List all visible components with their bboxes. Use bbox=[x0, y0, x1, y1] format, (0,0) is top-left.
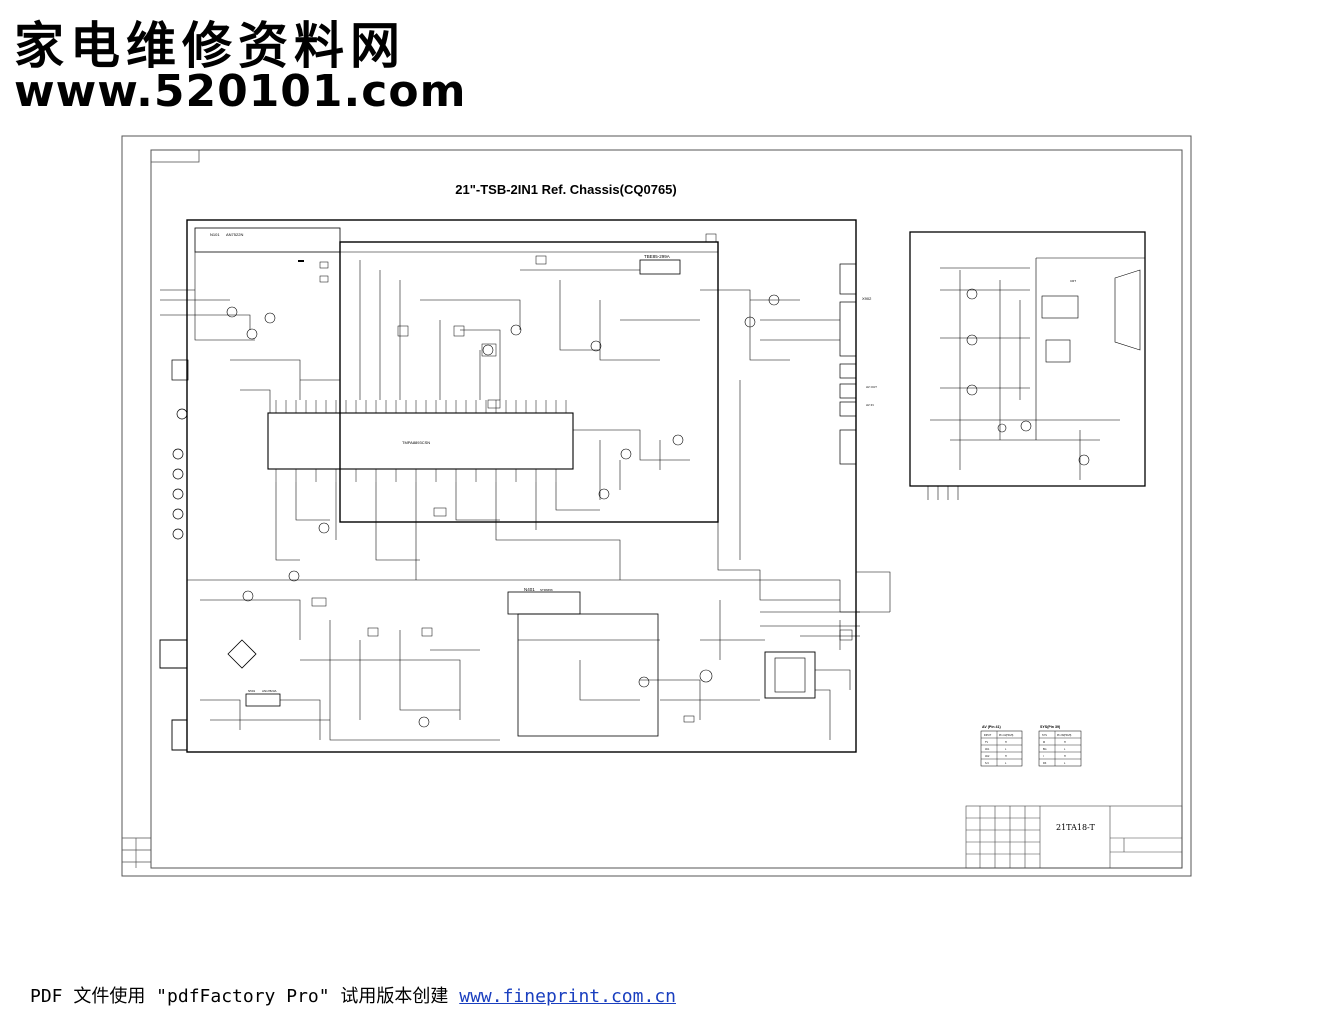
av-row-2-input: AV2 bbox=[985, 755, 990, 758]
n401-part: STR6656 bbox=[540, 588, 553, 592]
footer-link[interactable]: www.fineprint.com.cn bbox=[459, 986, 676, 1007]
n401-label: N401 bbox=[524, 587, 535, 592]
sheet-outer-frame bbox=[121, 135, 1192, 877]
main-board-border bbox=[186, 219, 857, 753]
footer-text: PDF 文件使用 "pdfFactory Pro" 试用版本创建 bbox=[30, 986, 460, 1007]
av-row-3-level: L bbox=[1005, 762, 1007, 765]
av-row-0-level: H bbox=[1005, 741, 1007, 744]
site-logo-chinese: 家电维修资料网 bbox=[14, 16, 406, 75]
sys-table-title: SYS(Pin 39) bbox=[1040, 725, 1061, 729]
transistors-main bbox=[226, 294, 780, 728]
av-header-0: INPUT bbox=[984, 734, 992, 737]
x902-label: X902 bbox=[862, 296, 872, 301]
sys-row-0-sys: M bbox=[1043, 741, 1045, 744]
n501-part: AN17823A bbox=[262, 689, 277, 693]
main-wiring bbox=[160, 251, 891, 741]
av-row-1-level: L bbox=[1005, 748, 1007, 751]
sys-row-3-sys: DK bbox=[1043, 762, 1047, 765]
n101-block bbox=[194, 227, 341, 253]
crt-socket bbox=[1035, 257, 1145, 440]
pdf-footer: PDF 文件使用 "pdfFactory Pro" 试用版本创建 www.fin… bbox=[30, 982, 676, 1008]
n401-region bbox=[517, 613, 659, 737]
av-header-1: Pin 41(HIGH) bbox=[999, 734, 1014, 737]
title-block bbox=[965, 805, 1183, 869]
bridge-rectifier bbox=[227, 639, 257, 669]
main-ic-pins bbox=[275, 400, 567, 482]
degauss-input bbox=[171, 719, 187, 751]
left-strip bbox=[122, 837, 151, 868]
sys-row-1-sys: BG bbox=[1043, 748, 1047, 751]
av-out-label: AV OUT bbox=[866, 385, 877, 389]
hot-core bbox=[774, 657, 806, 693]
crt-label: CRT bbox=[1070, 279, 1076, 283]
sys-header-1: Pin 39(HIGH) bbox=[1057, 734, 1072, 737]
crt-transistors bbox=[966, 288, 1090, 466]
n501-label: N501 bbox=[248, 689, 256, 693]
av-in-label: AV IN bbox=[866, 403, 874, 407]
sys-row-2-level: H bbox=[1064, 755, 1066, 758]
crt-board-border bbox=[909, 231, 1146, 487]
sheet-inner-frame bbox=[150, 149, 1183, 869]
site-logo-url: www.520101.com bbox=[14, 66, 467, 117]
sys-row-2-sys: I bbox=[1043, 755, 1044, 758]
sys-row-1-level: L bbox=[1064, 748, 1066, 751]
left-input-jacks bbox=[171, 359, 189, 540]
right-connectors bbox=[839, 263, 857, 465]
av-row-3-input: S-V bbox=[985, 762, 989, 765]
n101-label: N101 bbox=[210, 232, 220, 237]
model-number: 21TA18-T bbox=[1056, 823, 1095, 832]
sys-row-3-level: L bbox=[1064, 762, 1066, 765]
flyback-label: TBE85-299A bbox=[644, 254, 670, 259]
flyback-transformer bbox=[639, 259, 681, 275]
mains-input bbox=[159, 639, 187, 669]
signal-loop bbox=[339, 241, 719, 523]
corner-box bbox=[150, 149, 200, 163]
n501-block bbox=[245, 693, 281, 707]
hot-transformer bbox=[764, 651, 816, 699]
av-row-1-input: AV1 bbox=[985, 748, 990, 751]
components-main bbox=[298, 233, 853, 723]
main-ic bbox=[267, 412, 574, 470]
sys-row-0-level: H bbox=[1064, 741, 1066, 744]
av-table: AV (Pin 41) INPUT Pin 41(HIGH) TV H AV1 … bbox=[980, 725, 1023, 767]
schematic-title: 21"-TSB-2IN1 Ref. Chassis(CQ0765) bbox=[455, 182, 676, 197]
sys-table: SYS(Pin 39) SYS Pin 39(HIGH) M H BG L I … bbox=[1038, 725, 1082, 767]
av-row-2-level: H bbox=[1005, 755, 1007, 758]
n101-part: AN7522N bbox=[226, 232, 243, 237]
av-row-0-input: TV bbox=[985, 741, 988, 744]
crt-wiring bbox=[927, 267, 1120, 500]
n401-block bbox=[507, 591, 581, 615]
av-table-title: AV (Pin 41) bbox=[982, 725, 1002, 729]
sys-header-0: SYS bbox=[1042, 734, 1047, 737]
main-ic-label: TMPA8893CSN bbox=[402, 440, 430, 445]
